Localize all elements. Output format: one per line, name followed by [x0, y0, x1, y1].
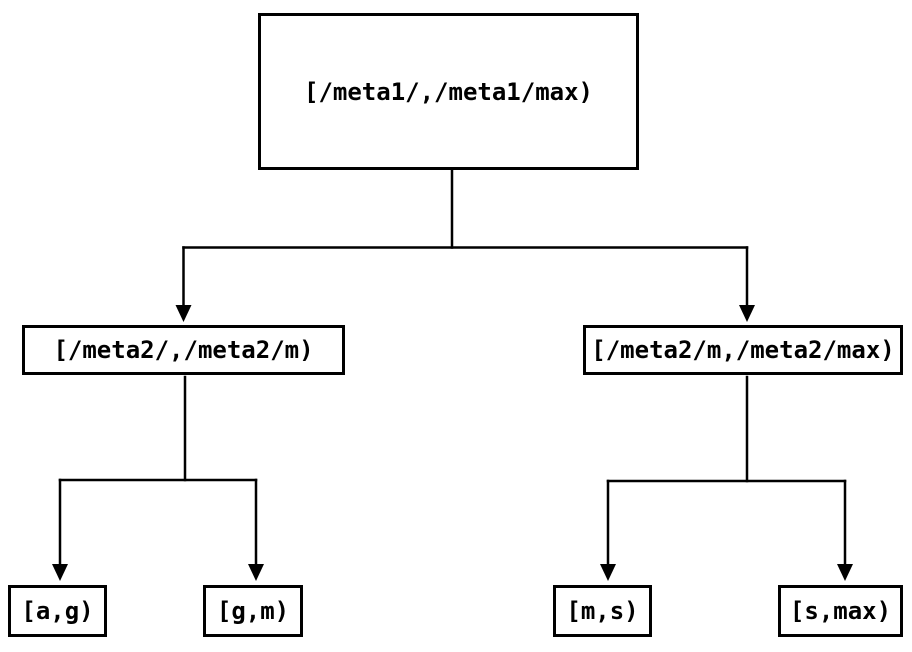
- node-meta2-high-range-label: [/meta2/m,/meta2/max): [591, 336, 895, 364]
- arrowhead-right-child: [739, 305, 755, 322]
- node-meta2-high-range: [/meta2/m,/meta2/max): [583, 325, 903, 375]
- node-meta1-range: [/meta1/,/meta1/max): [258, 13, 639, 170]
- node-leaf-ms-label: [m,s): [566, 597, 639, 625]
- node-leaf-ag: [a,g): [8, 585, 107, 637]
- node-leaf-gm: [g,m): [203, 585, 303, 637]
- node-leaf-smax: [s,max): [778, 585, 903, 637]
- node-meta2-low-range-label: [/meta2/,/meta2/m): [53, 336, 314, 364]
- arrowhead-left-child: [175, 305, 192, 322]
- node-meta1-range-label: [/meta1/,/meta1/max): [304, 77, 593, 106]
- node-leaf-ms: [m,s): [553, 585, 652, 637]
- arrowhead-leaf-ms: [600, 564, 616, 581]
- arrowhead-leaf-smax: [837, 564, 853, 581]
- node-meta2-low-range: [/meta2/,/meta2/m): [22, 325, 345, 375]
- arrowhead-leaf-ag: [52, 564, 68, 581]
- arrowhead-leaf-gm: [248, 564, 264, 581]
- node-leaf-smax-label: [s,max): [789, 597, 892, 625]
- node-leaf-ag-label: [a,g): [21, 597, 94, 625]
- node-leaf-gm-label: [g,m): [216, 597, 290, 625]
